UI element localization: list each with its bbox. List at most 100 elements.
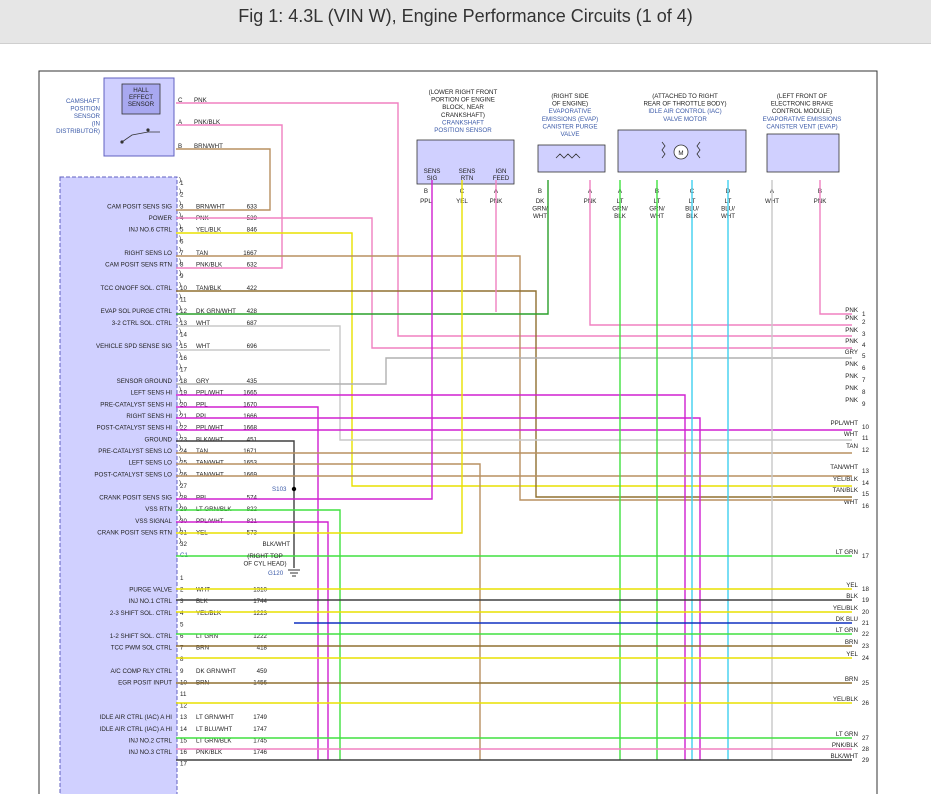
pin-bracket: ) — [179, 456, 181, 463]
pin-wire-color: BLK — [196, 598, 209, 605]
iac-valve-motor-label: VALVE MOTOR — [663, 116, 707, 123]
crankshaft-sensor-label: POSITION SENSOR — [434, 127, 492, 134]
pin-label: PRE-CATALYST SENS HI — [100, 401, 172, 408]
terminal-wire-color: YEL — [846, 582, 858, 589]
crankshaft-sensor-box — [416, 139, 515, 185]
pin-wire-color: LT BLU/WHT — [196, 726, 232, 733]
pin-number: 17 — [180, 761, 187, 768]
pin-bracket: ) — [179, 328, 181, 335]
pin-number: 2 — [180, 587, 184, 594]
terminal-wire-color: TAN/BLK — [833, 487, 859, 494]
pin-number: 28 — [180, 495, 187, 502]
wire-pnk-purge — [589, 180, 852, 326]
crank-pin-label: SIG — [427, 175, 438, 182]
pin-number: 3 — [180, 598, 184, 605]
pin-number: 14 — [180, 726, 187, 733]
wire-blk-wht — [176, 440, 295, 568]
terminal-wire-color: PNK — [845, 385, 859, 392]
component-location: ELECTRONIC BRAKE — [771, 101, 834, 108]
terminal-wire-color: PNK — [845, 338, 859, 345]
top-wire-color: WHT — [533, 213, 547, 220]
pin-circuit-number: 1745 — [253, 737, 267, 744]
terminal-number: 28 — [862, 746, 869, 753]
terminal-wire-color: PNK — [845, 397, 859, 404]
pin-label: 3-2 CTRL SOL. CTRL — [112, 320, 173, 327]
pin-bracket: ) — [179, 305, 181, 312]
evap-vent-label: CANISTER VENT (EVAP) — [766, 123, 837, 130]
pin-bracket: ) — [179, 340, 181, 347]
pin-wire-color: TAN — [196, 448, 208, 455]
pin-wire-color: PPL/WHT — [196, 390, 224, 397]
cam-pin-wire: BRN/WHT — [194, 143, 223, 150]
terminal-number: 9 — [862, 401, 866, 408]
pin-label: EVAP SOL PURGE CTRL — [101, 308, 173, 315]
pin-number: 3 — [180, 203, 184, 210]
wire-tan — [176, 255, 852, 501]
pin-number: 16 — [180, 355, 187, 362]
diagram-frame — [38, 70, 878, 794]
wire-pnk — [176, 102, 852, 337]
evap-purge-valve-label: CANISTER PURGE — [542, 123, 597, 130]
pin-label: EGR POSIT INPUT — [118, 679, 172, 686]
pin-number: 8 — [180, 656, 184, 663]
pin-number: 16 — [180, 749, 187, 756]
terminal-wire-color: DK BLU — [836, 616, 858, 623]
top-pin-letter: B — [424, 188, 428, 195]
iac-valve-motor-label: IDLE AIR CONTROL (IAC) — [648, 108, 721, 115]
pin-number: 26 — [180, 471, 187, 478]
camshaft-sensor-label: POSITION — [70, 106, 100, 113]
pin-wire-color: PNK/BLK — [196, 749, 223, 756]
cam-pin-letter: A — [178, 119, 183, 126]
pin-label: PRE-CATALYST SENS LO — [98, 448, 172, 455]
pin-wire-color: YEL/BLK — [196, 227, 222, 234]
pin-label: INJ NO.6 CTRL — [129, 227, 173, 234]
valve-coil — [555, 153, 581, 159]
pin-wire-color: BRN — [196, 645, 209, 652]
pin-label: POST-CATALYST SENS HI — [96, 425, 172, 432]
terminal-number: 14 — [862, 480, 869, 487]
wire-vent-pnk — [819, 180, 852, 315]
pin-label: POST-CATALYST SENS LO — [94, 471, 172, 478]
terminal-number: 5 — [862, 353, 866, 360]
pin-label: VSS RTN — [145, 506, 172, 513]
wire-ppl-wht — [176, 394, 686, 760]
ground-name: G120 — [268, 570, 284, 577]
terminal-wire-color: YEL — [846, 651, 858, 658]
component-location: (LOWER RIGHT FRONT — [429, 89, 498, 96]
pin-bracket: ) — [179, 270, 181, 277]
pin-bracket: ) — [179, 211, 181, 218]
cam-pin-wire: PNK — [194, 97, 208, 104]
ground-location: OF CYL HEAD) — [243, 561, 286, 568]
terminal-wire-color: PNK — [845, 307, 859, 314]
terminal-number: 17 — [862, 553, 869, 560]
evap-purge-valve-box — [537, 144, 606, 173]
pin-circuit-number: 435 — [247, 378, 258, 385]
pin-number: 17 — [180, 366, 187, 373]
pin-bracket: ) — [179, 363, 181, 370]
pin-bracket: ) — [179, 538, 181, 545]
pin-bracket: ) — [179, 479, 181, 486]
pin-bracket: ) — [179, 293, 181, 300]
pin-number: 10 — [180, 285, 187, 292]
pin-wire-color: WHT — [196, 320, 210, 327]
pin-circuit-number: 418 — [257, 645, 268, 652]
terminal-number: 27 — [862, 735, 869, 742]
terminal-wire-color: LT GRN — [836, 549, 858, 556]
pin-wire-color: LT GRN/WHT — [196, 714, 234, 721]
pin-label: LEFT SENS LO — [128, 460, 172, 467]
terminal-number: 16 — [862, 503, 869, 510]
pin-label: SENSOR GROUND — [117, 378, 173, 385]
hall-effect-label: SENSOR — [128, 101, 155, 108]
pin-number: 24 — [180, 448, 187, 455]
terminal-number: 26 — [862, 700, 869, 707]
terminal-wire-color: PNK — [845, 315, 859, 322]
terminal-number: 8 — [862, 389, 866, 396]
pin-label: 1-2 SHIFT SOL. CTRL — [110, 633, 173, 640]
pin-wire-color: TAN/WHT — [196, 460, 224, 467]
evap-purge-valve-label: VALVE — [560, 131, 579, 138]
pin-circuit-number: 1310 — [253, 587, 267, 594]
pin-circuit-number: 459 — [257, 668, 268, 675]
pin-label: PURGE VALVE — [129, 587, 172, 594]
pin-bracket: ) — [179, 177, 181, 184]
terminal-number: 22 — [862, 631, 869, 638]
